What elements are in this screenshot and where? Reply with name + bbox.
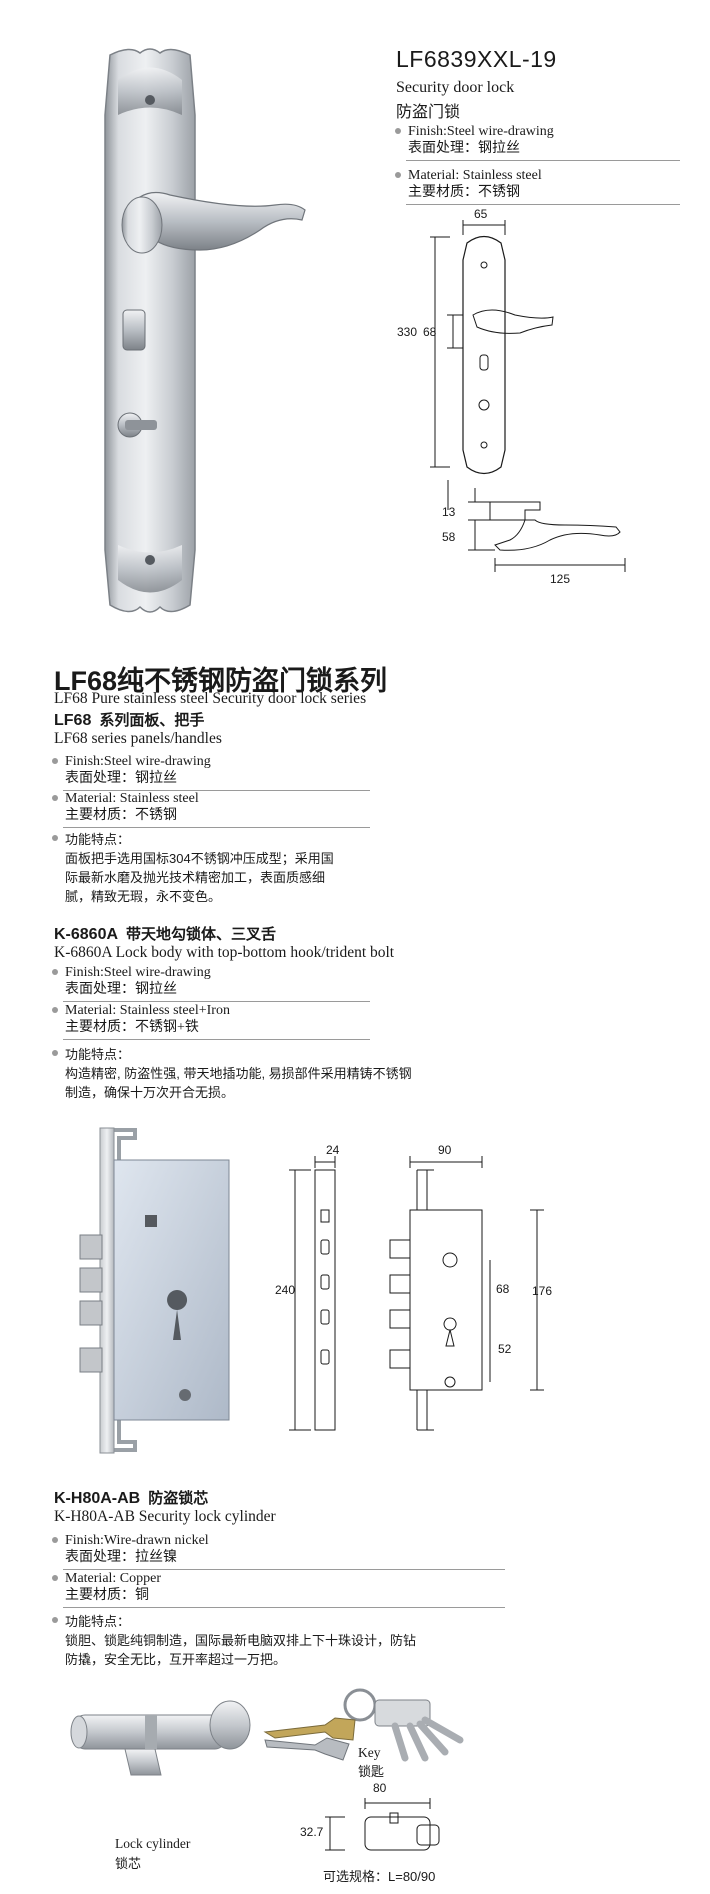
dim-d1: 13 xyxy=(442,505,456,519)
panels-title: LF68 系列面板、把手 xyxy=(54,709,204,730)
material-cn: 主要材质：铜 xyxy=(65,1588,149,1603)
lockbody-subtitle: K-6860A Lock body with top-bottom hook/t… xyxy=(54,944,395,961)
bullet-icon xyxy=(52,795,58,801)
features-line: 际最新水磨及抛光技术精密加工，表面质感细 xyxy=(65,870,326,885)
cylinder-label-en: Lock cylinder xyxy=(115,1836,191,1851)
dim-lb-height: 240 xyxy=(275,1283,296,1297)
dim-52: 52 xyxy=(498,1342,512,1356)
cylinder-features: 功能特点： 锁胆、锁匙纯铜制造，国际最新电脑双排上下十珠设计，防钻 防撬，安全无… xyxy=(52,1612,505,1669)
series-finish-spec: Finish:Steel wire-drawing 表面处理：钢拉丝 xyxy=(52,753,370,791)
dim-offset: 68 xyxy=(423,325,437,339)
panels-subtitle: LF68 series panels/handles xyxy=(54,730,222,747)
cylinder-dimension-drawing xyxy=(325,1798,440,1851)
bullet-icon xyxy=(52,969,58,975)
dim-68: 68 xyxy=(496,1282,510,1296)
panels-code: LF68 xyxy=(54,712,92,729)
dim-width: 65 xyxy=(474,207,488,221)
keys-image xyxy=(263,1688,464,1762)
bullet-icon xyxy=(52,1575,58,1581)
material-en: Material: Copper xyxy=(65,1571,162,1586)
dim-height: 330 xyxy=(397,325,417,339)
material-cn: 主要材质：不锈钢 xyxy=(408,185,520,200)
bullet-icon xyxy=(52,835,58,841)
material-cn: 主要材质：不锈钢 xyxy=(65,808,177,823)
features-label: 功能特点： xyxy=(65,832,131,847)
dim-plate-w: 24 xyxy=(326,1143,340,1157)
finish-cn: 表面处理：钢拉丝 xyxy=(408,141,520,156)
features-line: 腻，精致无瑕，永不变色。 xyxy=(65,889,222,904)
lockbody-material-spec: Material: Stainless steel+Iron 主要材质：不锈钢+… xyxy=(52,1002,370,1040)
key-label-en: Key xyxy=(358,1745,381,1760)
cylinder-title: K-H80A-AB 防盗锁芯 xyxy=(54,1487,208,1508)
lockbody-finish-spec: Finish:Steel wire-drawing 表面处理：钢拉丝 xyxy=(52,964,370,1002)
dim-d2: 58 xyxy=(442,530,456,544)
bullet-icon xyxy=(395,128,401,134)
product-material-spec: Material: Stainless steel 主要材质：不锈钢 xyxy=(395,167,680,205)
bullet-icon xyxy=(52,758,58,764)
features-line: 制造，确保十万次开合无损。 xyxy=(65,1085,235,1100)
panel-handle-image xyxy=(104,48,306,613)
lockbody-features: 功能特点： 构造精密, 防盗性强, 带天地插功能, 易损部件采用精铸不锈钢 制造… xyxy=(52,1045,505,1102)
cylinder-finish-spec: Finish:Wire-drawn nickel 表面处理：拉丝镍 xyxy=(52,1532,505,1570)
finish-en: Finish:Steel wire-drawing xyxy=(408,124,554,139)
dim-cyl-height: 32.7 xyxy=(300,1825,324,1839)
cylinder-spec: 可选规格：L=80/90 xyxy=(323,1869,436,1884)
features-line: 锁胆、锁匙纯铜制造，国际最新电脑双排上下十珠设计，防钻 xyxy=(65,1633,417,1648)
finish-en: Finish:Steel wire-drawing xyxy=(65,754,211,769)
dim-case-h: 176 xyxy=(532,1284,553,1298)
cylinder-label-cn: 锁芯 xyxy=(115,1856,142,1871)
dim-cyl-length: 80 xyxy=(373,1781,387,1795)
cylinder-material-spec: Material: Copper 主要材质：铜 xyxy=(52,1570,505,1608)
cylinder-image xyxy=(70,1700,251,1776)
series-subtitle: LF68 Pure stainless steel Security door … xyxy=(54,690,367,707)
lockbody-image xyxy=(79,1127,230,1454)
lockbody-code: K-6860A xyxy=(54,926,119,943)
lockbody-title-cn: 带天地勾锁体、三叉舌 xyxy=(126,926,277,943)
material-en: Material: Stainless steel xyxy=(408,168,542,183)
finish-cn: 表面处理：拉丝镍 xyxy=(65,1550,177,1565)
handle-side-drawing: 13 58 125 xyxy=(442,480,626,586)
bullet-icon xyxy=(52,1537,58,1543)
bullet-icon xyxy=(52,1007,58,1013)
lockbody-front-drawing xyxy=(289,1156,336,1431)
key-label-cn: 锁匙 xyxy=(358,1764,385,1779)
product-name-cn: 防盗门锁 xyxy=(396,104,461,121)
lockbody-side-drawing xyxy=(389,1156,544,1431)
material-en: Material: Stainless steel xyxy=(65,791,199,806)
lockbody-title: K-6860A 带天地勾锁体、三叉舌 xyxy=(54,923,276,944)
features-label: 功能特点： xyxy=(65,1614,131,1629)
features-line: 构造精密, 防盗性强, 带天地插功能, 易损部件采用精铸不锈钢 xyxy=(65,1066,412,1081)
bullet-icon xyxy=(52,1050,58,1056)
series-material-spec: Material: Stainless steel 主要材质：不锈钢 xyxy=(52,790,370,828)
panel-dimension-drawing: 65 330 68 xyxy=(397,207,554,475)
features-line: 面板把手选用国标304不锈钢冲压成型；采用国 xyxy=(65,851,334,866)
cylinder-code: K-H80A-AB xyxy=(54,1490,141,1507)
series-features: 功能特点： 面板把手选用国标304不锈钢冲压成型；采用国 际最新水磨及抛光技术精… xyxy=(52,830,465,906)
product-finish-spec: Finish:Steel wire-drawing 表面处理：钢拉丝 xyxy=(395,123,680,161)
bullet-icon xyxy=(395,172,401,178)
cylinder-title-cn: 防盗锁芯 xyxy=(148,1490,209,1507)
material-cn: 主要材质：不锈钢+铁 xyxy=(65,1020,199,1035)
features-line: 防撬，安全无比，互开率超过一万把。 xyxy=(65,1652,287,1667)
material-en: Material: Stainless steel+Iron xyxy=(65,1003,230,1018)
finish-cn: 表面处理：钢拉丝 xyxy=(65,771,177,786)
panels-title-cn: 系列面板、把手 xyxy=(99,712,205,729)
finish-en: Finish:Wire-drawn nickel xyxy=(65,1533,209,1548)
finish-en: Finish:Steel wire-drawing xyxy=(65,965,211,980)
finish-cn: 表面处理：钢拉丝 xyxy=(65,982,177,997)
cylinder-subtitle: K-H80A-AB Security lock cylinder xyxy=(54,1508,276,1525)
features-label: 功能特点： xyxy=(65,1047,131,1062)
series-title: LF68纯不锈钢防盗门锁系列 xyxy=(54,666,388,696)
product-name-en: Security door lock xyxy=(396,79,515,96)
dim-length: 125 xyxy=(550,572,570,586)
bullet-icon xyxy=(52,1617,58,1623)
dim-case-w: 90 xyxy=(438,1143,452,1157)
product-model: LF6839XXL-19 xyxy=(396,46,557,72)
